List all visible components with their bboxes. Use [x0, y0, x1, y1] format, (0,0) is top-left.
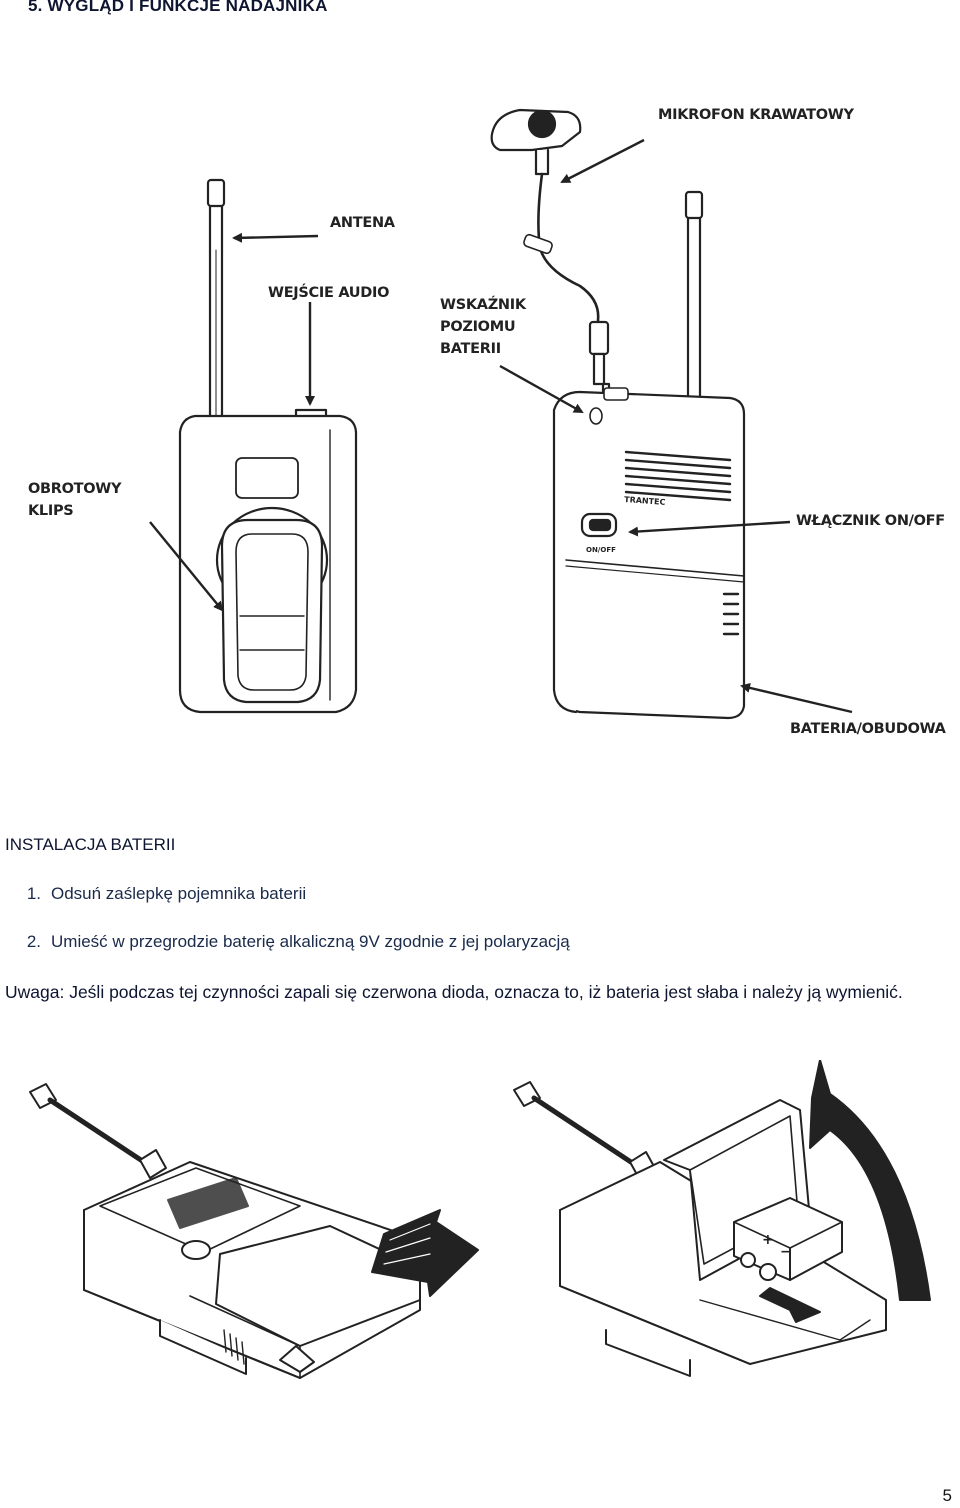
callout-microphone: MIKROFON KRAWATOWY [658, 107, 854, 123]
step-number: 1. [26, 884, 41, 903]
arrow-clip [149, 521, 224, 612]
rotating-clip [215, 506, 329, 704]
warning-note: Uwaga: Jeśli podczas tej czynności zapal… [5, 982, 903, 1002]
battery-install-illustration: + − [29, 1060, 931, 1379]
callout-line: KLIPS [28, 503, 74, 519]
closed-device [29, 1083, 421, 1379]
arrow-battery-indicator [499, 364, 584, 414]
brand-logo: TRANTEC [624, 495, 666, 507]
right-device-body [564, 390, 746, 720]
section-heading: 5. WYGLĄD I FUNKCJE NADAJNIKA [28, 0, 328, 15]
arrow-microphone [560, 138, 645, 184]
left-antenna [206, 178, 226, 420]
power-switch [580, 512, 618, 538]
step-number: 2. [26, 932, 41, 951]
callout-audio-input: WEJŚCIE AUDIO [268, 285, 390, 301]
section-title: INSTALACJA BATERII [5, 835, 176, 854]
slide-arrow [371, 1209, 479, 1297]
step-text: Odsuń zaślepkę pojemnika baterii [51, 884, 307, 903]
arrow-switch [628, 520, 791, 537]
callout-line: WSKAŹNIK [440, 297, 526, 313]
side-vents [722, 592, 740, 636]
callout-switch: WŁĄCZNIK ON/OFF [796, 513, 945, 529]
callout-clip: OBROTOWY KLIPS [28, 478, 121, 522]
step-text: Umieść w przegrodzie baterię alkaliczną … [51, 932, 570, 951]
right-antenna [684, 190, 704, 408]
battery-level-led [589, 407, 603, 425]
svg-text:+: + [762, 1232, 774, 1248]
callout-line: BATERII [440, 341, 501, 357]
callout-battery-indicator: WSKAŹNIK POZIOMU BATERII [440, 294, 526, 360]
transmitter-diagram: TRANTEC ON/OFF [149, 108, 853, 720]
callout-antenna: ANTENA [330, 215, 395, 231]
switch-label: ON/OFF [586, 546, 616, 554]
callout-line: POZIOMU [440, 319, 516, 335]
arrow-battery-case [740, 682, 853, 714]
lavalier-microphone [490, 108, 611, 406]
open-device: + − [513, 1081, 887, 1377]
arrow-antenna [232, 232, 319, 243]
callout-line: OBROTOWY [28, 481, 122, 497]
list-item: 1. Odsuń zaślepkę pojemnika baterii [5, 884, 306, 904]
callout-battery-case: BATERIA/OBUDOWA [790, 721, 946, 737]
svg-text:−: − [780, 1244, 792, 1260]
speaker-grille [624, 450, 732, 502]
battery-9v [733, 1197, 843, 1281]
page-number: 5 [942, 1486, 952, 1505]
list-item: 2. Umieść w przegrodzie baterię alkaliczn… [5, 932, 570, 952]
lift-arrow [809, 1060, 931, 1301]
